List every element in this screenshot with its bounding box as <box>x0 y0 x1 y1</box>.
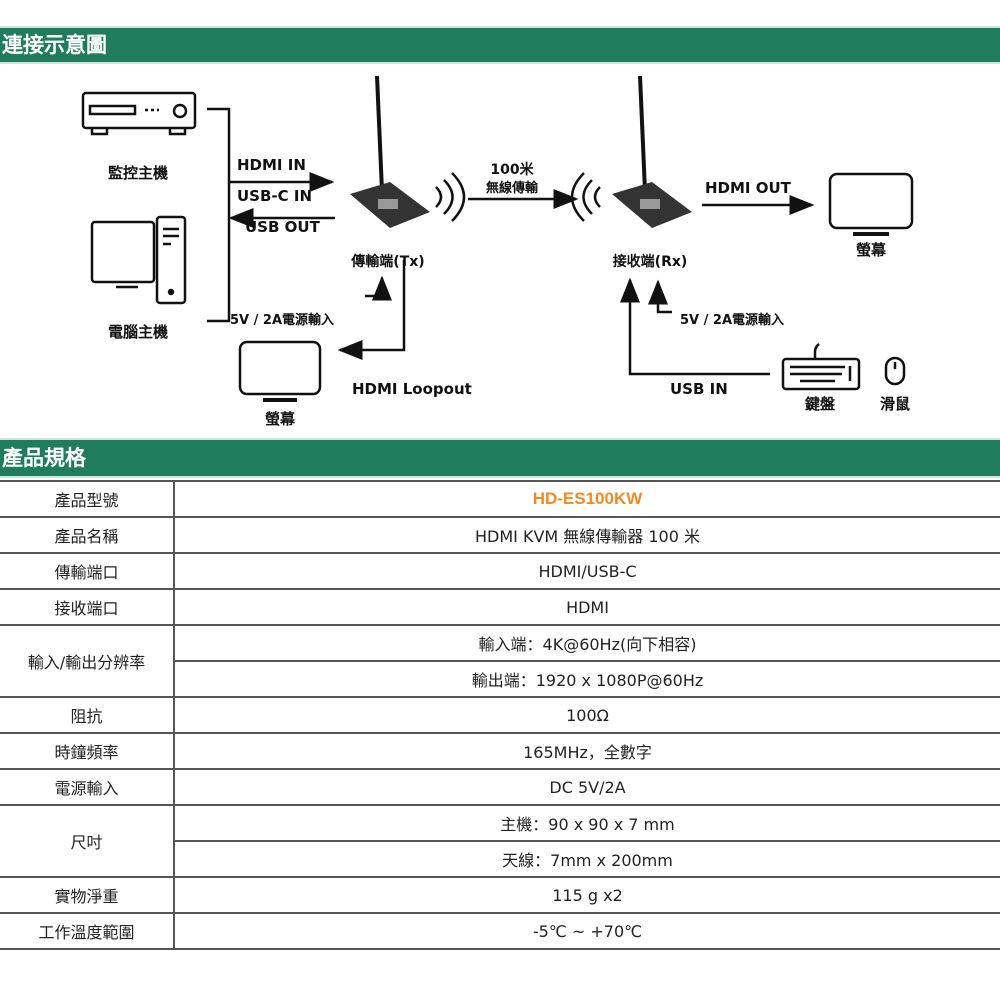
model-number: HD-ES100KW <box>174 480 1000 518</box>
connection-diagram: 監控主機 電腦主機 HDMI IN USB-C IN USB OUT 傳輸端(T… <box>81 75 914 428</box>
transmitter-device-icon <box>350 75 430 228</box>
table-row: 天線：7mm x 200mm <box>0 840 1000 878</box>
spec-label: 產品型號 <box>0 480 175 518</box>
table-row: 輸出端：1920 x 1080P@60Hz <box>0 660 1000 698</box>
section-header-diagram: 連接示意圖 <box>0 26 1000 64</box>
wireless-label: 無線傳輸 <box>486 180 539 196</box>
power-rx-label: 5V / 2A電源輸入 <box>680 312 784 328</box>
spec-value: -5℃ ~ +70℃ <box>174 912 1000 950</box>
pc-label: 電腦主機 <box>108 323 168 341</box>
pc-icon <box>90 215 187 305</box>
usb-in-label: USB IN <box>670 380 728 398</box>
rx-label: 接收端(Rx) <box>613 253 688 270</box>
monitor-icon <box>828 172 914 236</box>
tx-label: 傳輸端(Tx) <box>350 253 424 270</box>
hdmi-out-label: HDMI OUT <box>705 179 792 197</box>
receiver-device-icon <box>612 75 692 228</box>
spec-label: 電源輸入 <box>0 768 175 806</box>
usbc-in-label: USB-C IN <box>237 187 312 205</box>
spec-label: 時鐘頻率 <box>0 732 175 770</box>
spec-value: 輸入端：4K@60Hz(向下相容) <box>174 624 1000 662</box>
spec-label: 產品名稱 <box>0 516 175 554</box>
spec-label: 傳輸端口 <box>0 552 175 590</box>
spec-value: DC 5V/2A <box>174 768 1000 806</box>
spec-label: 輸入/輸出分辨率 <box>0 624 175 698</box>
monitor-loop-icon <box>238 340 322 402</box>
dvr-label: 監控主機 <box>108 164 168 182</box>
spec-label: 接收端口 <box>0 588 175 626</box>
table-row: 輸入/輸出分辨率輸入端：4K@60Hz(向下相容) <box>0 624 1000 698</box>
spec-label: 阻抗 <box>0 696 175 734</box>
spec-value: HDMI KVM 無線傳輸器 100 米 <box>174 516 1000 554</box>
distance-label: 100米 <box>490 161 534 178</box>
usb-out-label: USB OUT <box>245 218 321 236</box>
spec-value: 165MHz，全數字 <box>174 732 1000 770</box>
spec-value: HDMI <box>174 588 1000 626</box>
keyboard-icon <box>781 343 861 391</box>
mouse-icon <box>884 356 906 386</box>
table-row: 尺吋主機：90 x 90 x 7 mm <box>0 804 1000 878</box>
monitor-loop-label: 螢幕 <box>265 410 296 428</box>
table-row: 工作溫度範圍-5℃ ~ +70℃ <box>0 912 1000 950</box>
power-tx-label: 5V / 2A電源輸入 <box>230 312 334 328</box>
spec-label: 尺吋 <box>0 804 175 878</box>
section-header-specs: 產品規格 <box>0 438 1000 478</box>
wireless-signal-rx-icon <box>570 172 601 222</box>
spec-label: 實物淨重 <box>0 876 175 914</box>
spec-value: HDMI/USB-C <box>174 552 1000 590</box>
spec-value: 115 g x2 <box>174 876 1000 914</box>
monitor-label: 螢幕 <box>856 241 887 259</box>
wireless-signal-tx-icon <box>435 172 466 222</box>
spec-label: 工作溫度範圍 <box>0 912 175 950</box>
spec-value: 100Ω <box>174 696 1000 734</box>
keyboard-label: 鍵盤 <box>805 395 836 413</box>
spec-value: 輸出端：1920 x 1080P@60Hz <box>174 660 1000 698</box>
spec-value: 天線：7mm x 200mm <box>174 840 1000 878</box>
loopout-label: HDMI Loopout <box>352 380 472 398</box>
mouse-label: 滑鼠 <box>880 395 910 413</box>
hdmi-in-label: HDMI IN <box>237 156 306 174</box>
spec-value: 主機：90 x 90 x 7 mm <box>174 804 1000 842</box>
dvr-icon <box>81 91 197 136</box>
